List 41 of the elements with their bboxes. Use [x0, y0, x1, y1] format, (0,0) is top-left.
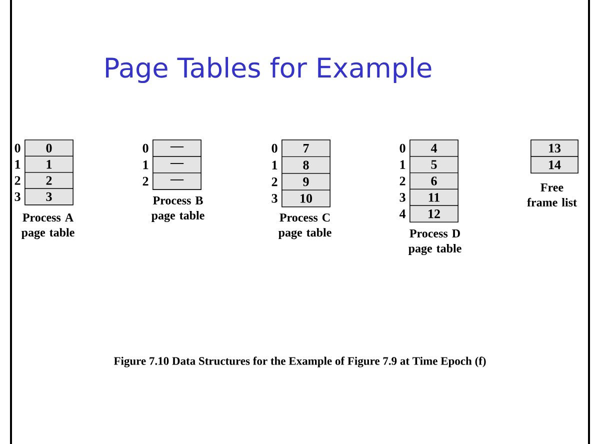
- table-cell: —: [152, 156, 202, 174]
- table-cell: 11: [410, 188, 458, 206]
- row-index: 2: [400, 176, 406, 186]
- node-label: Process B page table: [152, 196, 204, 222]
- row-index: 4: [399, 210, 406, 218]
- row-index: 0: [14, 144, 20, 152]
- node-label: Free frame list: [527, 184, 577, 206]
- table-cell: 14: [530, 156, 578, 174]
- row-index: 3: [400, 193, 406, 202]
- node-label: Process A page table: [22, 214, 74, 240]
- row-index: 0: [142, 144, 148, 153]
- slide-title: Page Tables for Example: [106, 56, 432, 84]
- table-cell: 1: [24, 156, 74, 173]
- table-cell: 13: [530, 140, 578, 157]
- node-label: Process D page table: [408, 230, 462, 256]
- row-index: 2: [142, 176, 148, 186]
- node-label: Process C page table: [278, 214, 332, 240]
- table-cell: 0: [24, 140, 74, 156]
- row-index: 3: [272, 194, 278, 203]
- table-cell: 6: [410, 172, 458, 190]
- table-cell: 5: [410, 156, 458, 174]
- table-cell: —: [152, 140, 202, 157]
- row-index: 1: [272, 160, 278, 170]
- figure-caption: Figure 7.10 Data Structures for the Example of Figure 7.9 at Time Epoch (f): [114, 356, 486, 368]
- row-index: 0: [400, 144, 406, 153]
- table-cell: 3: [24, 188, 74, 206]
- table-cell: 9: [282, 173, 330, 190]
- table-cell: —: [152, 172, 202, 190]
- table-cell: 7: [282, 140, 330, 157]
- table-cell: 10: [282, 190, 330, 208]
- table-cell: 4: [410, 140, 458, 157]
- row-index: 0: [272, 144, 278, 153]
- row-index: 1: [15, 160, 20, 169]
- table-cell: 2: [24, 172, 74, 189]
- table-cell: 12: [410, 205, 458, 222]
- row-index: 1: [143, 160, 148, 170]
- row-index: 2: [14, 176, 20, 185]
- row-index: 3: [14, 192, 20, 202]
- row-index: 1: [400, 160, 406, 169]
- row-index: 2: [272, 178, 278, 186]
- table-cell: 8: [282, 156, 330, 174]
